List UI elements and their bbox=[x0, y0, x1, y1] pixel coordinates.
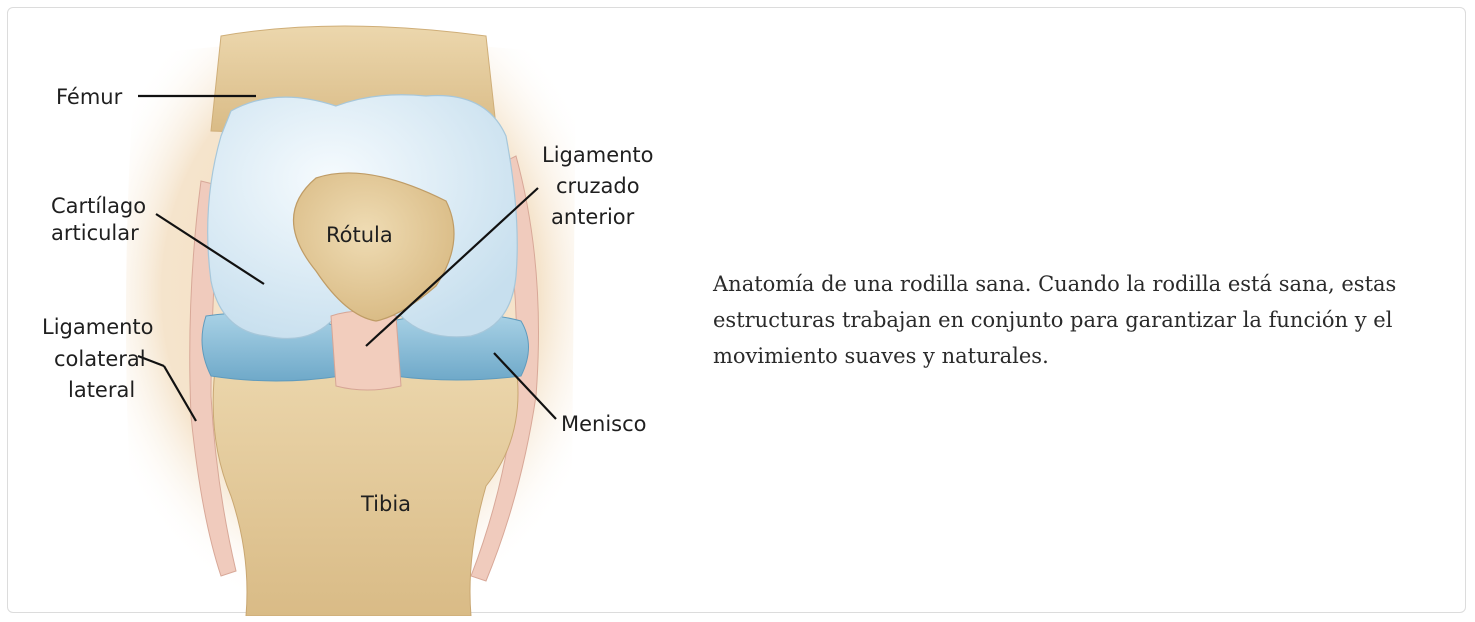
label-acl-line2: cruzado bbox=[556, 174, 640, 198]
label-cartilage-line2: articular bbox=[51, 221, 139, 245]
figure-caption: Anatomía de una rodilla sana. Cuando la … bbox=[713, 266, 1453, 374]
label-acl-line3: anterior bbox=[551, 205, 635, 229]
content-card: Fémur Cartílago articular Ligamento cola… bbox=[7, 7, 1466, 613]
label-meniscus: Menisco bbox=[561, 412, 647, 436]
knee-anatomy-illustration: Fémur Cartílago articular Ligamento cola… bbox=[16, 16, 676, 616]
label-lcl-line2: colateral bbox=[54, 347, 146, 371]
label-tibia: Tibia bbox=[360, 492, 411, 516]
label-patella: Rótula bbox=[326, 223, 393, 247]
label-acl-line1: Ligamento bbox=[542, 143, 654, 167]
label-lcl-line1: Ligamento bbox=[42, 315, 154, 339]
label-lcl-line3: lateral bbox=[68, 378, 135, 402]
label-femur: Fémur bbox=[56, 85, 123, 109]
label-cartilage-line1: Cartílago bbox=[51, 194, 146, 218]
